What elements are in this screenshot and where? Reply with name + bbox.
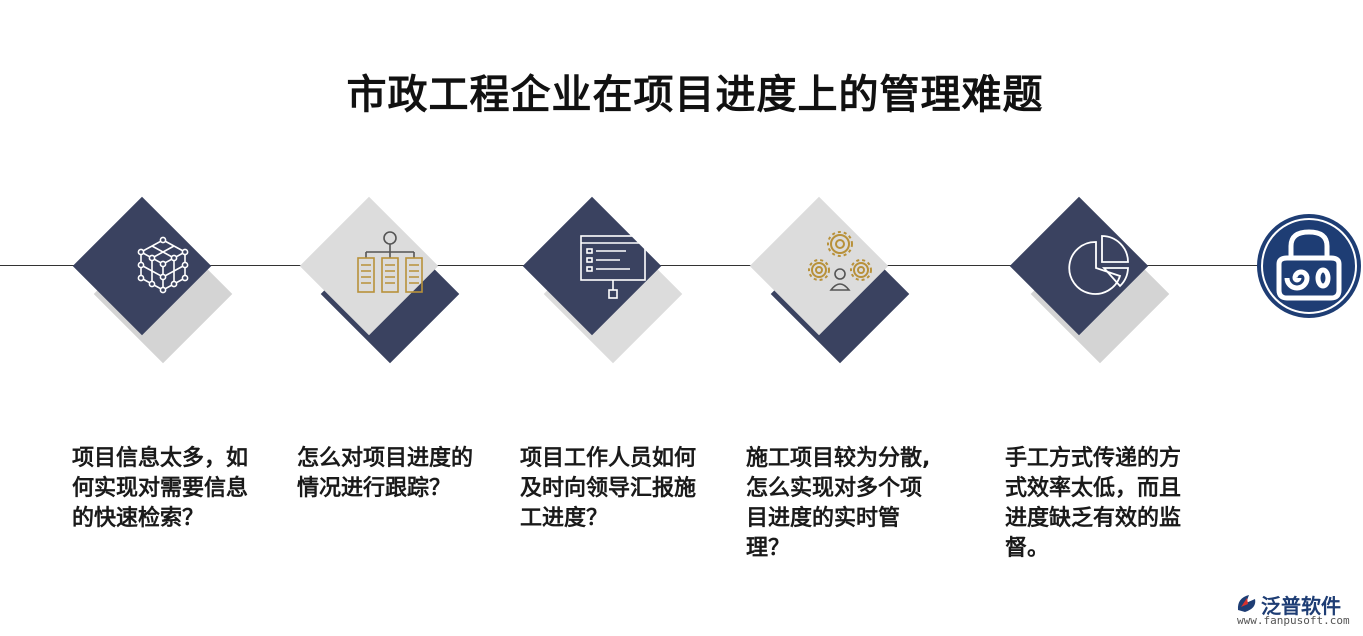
network-cube-icon [137,236,189,294]
item-4 [749,196,930,364]
item-2 [299,196,480,364]
org-chart-icon [357,231,423,293]
gears-person-icon [808,231,872,291]
item-5-text: 手工方式传递的方式效率太低，而且进度缺乏有效的监督。 [1005,446,1182,561]
item-3 [522,196,703,364]
lock-icon [1261,218,1357,314]
item-2-text: 怎么对项目进度的情况进行跟踪？ [297,446,474,501]
page-title: 市政工程企业在项目进度上的管理难题 [346,72,1044,118]
lock-badge [1257,214,1361,318]
brand-logo[interactable]: 泛普软件 www.fanpusoft.com [1233,590,1358,630]
item-1-text: 项目信息太多，如何实现对需要信息的快速检索？ [72,446,249,531]
presentation-board-icon [580,235,646,299]
logo-url: www.fanpusoft.com [1237,614,1350,627]
item-5 [1009,196,1190,364]
item-1 [72,196,253,364]
item-4-text: 施工项目较为分散,怎么实现对多个项目进度的实时管理？ [746,446,931,561]
logo-name: 泛普软件 [1261,594,1341,618]
logo-icon [1237,595,1256,612]
pie-chart-icon [1068,235,1129,295]
item-3-text: 项目工作人员如何及时向领导汇报施工进度？ [520,446,697,531]
